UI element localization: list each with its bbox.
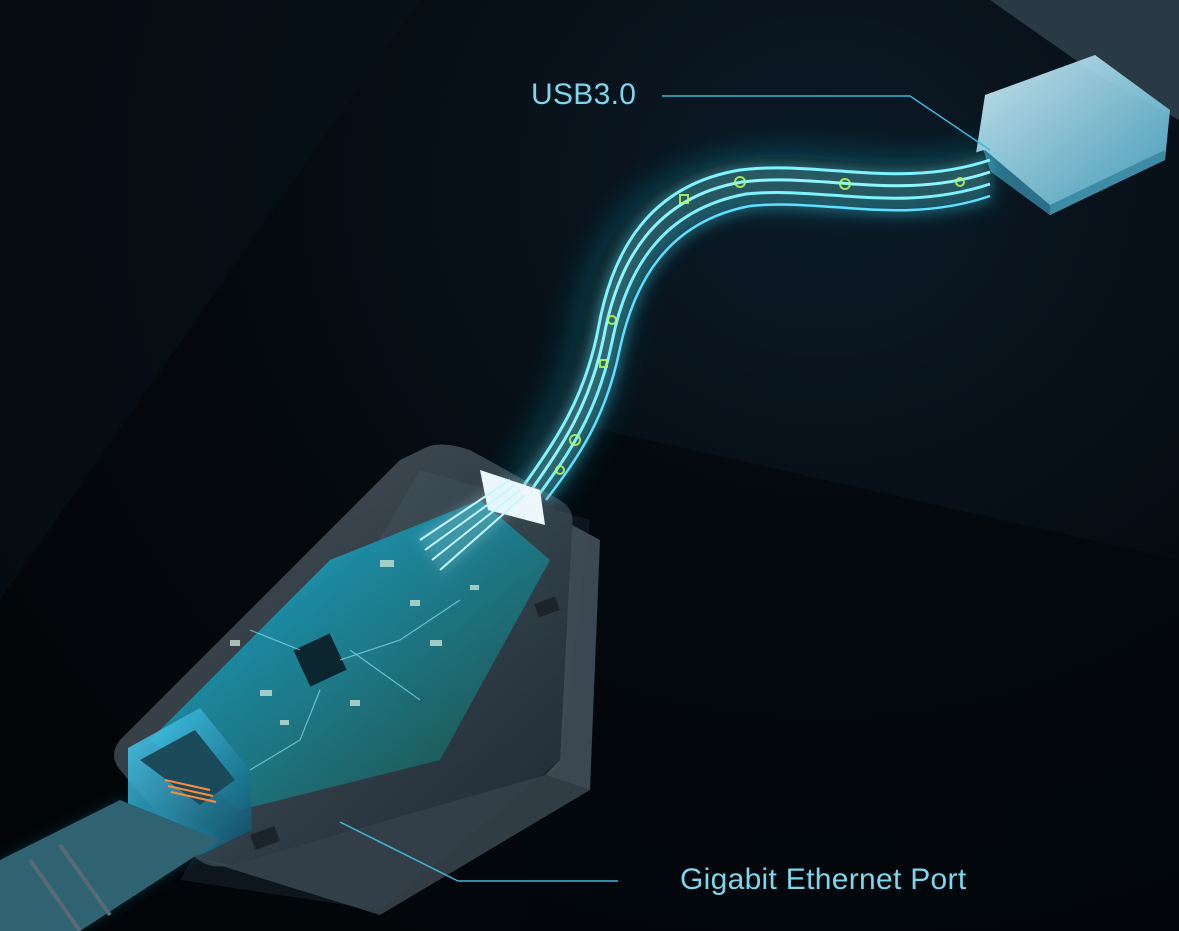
usb-connector [975,0,1179,215]
ethernet-callout-line [339,821,618,882]
ethernet-port-label: Gigabit Ethernet Port [680,863,967,896]
usb-callout-line [662,95,991,151]
usb-cable [504,141,1000,506]
circuit-board [150,470,550,810]
ethernet-port [0,708,252,931]
usb-label: USB3.0 [531,78,637,111]
